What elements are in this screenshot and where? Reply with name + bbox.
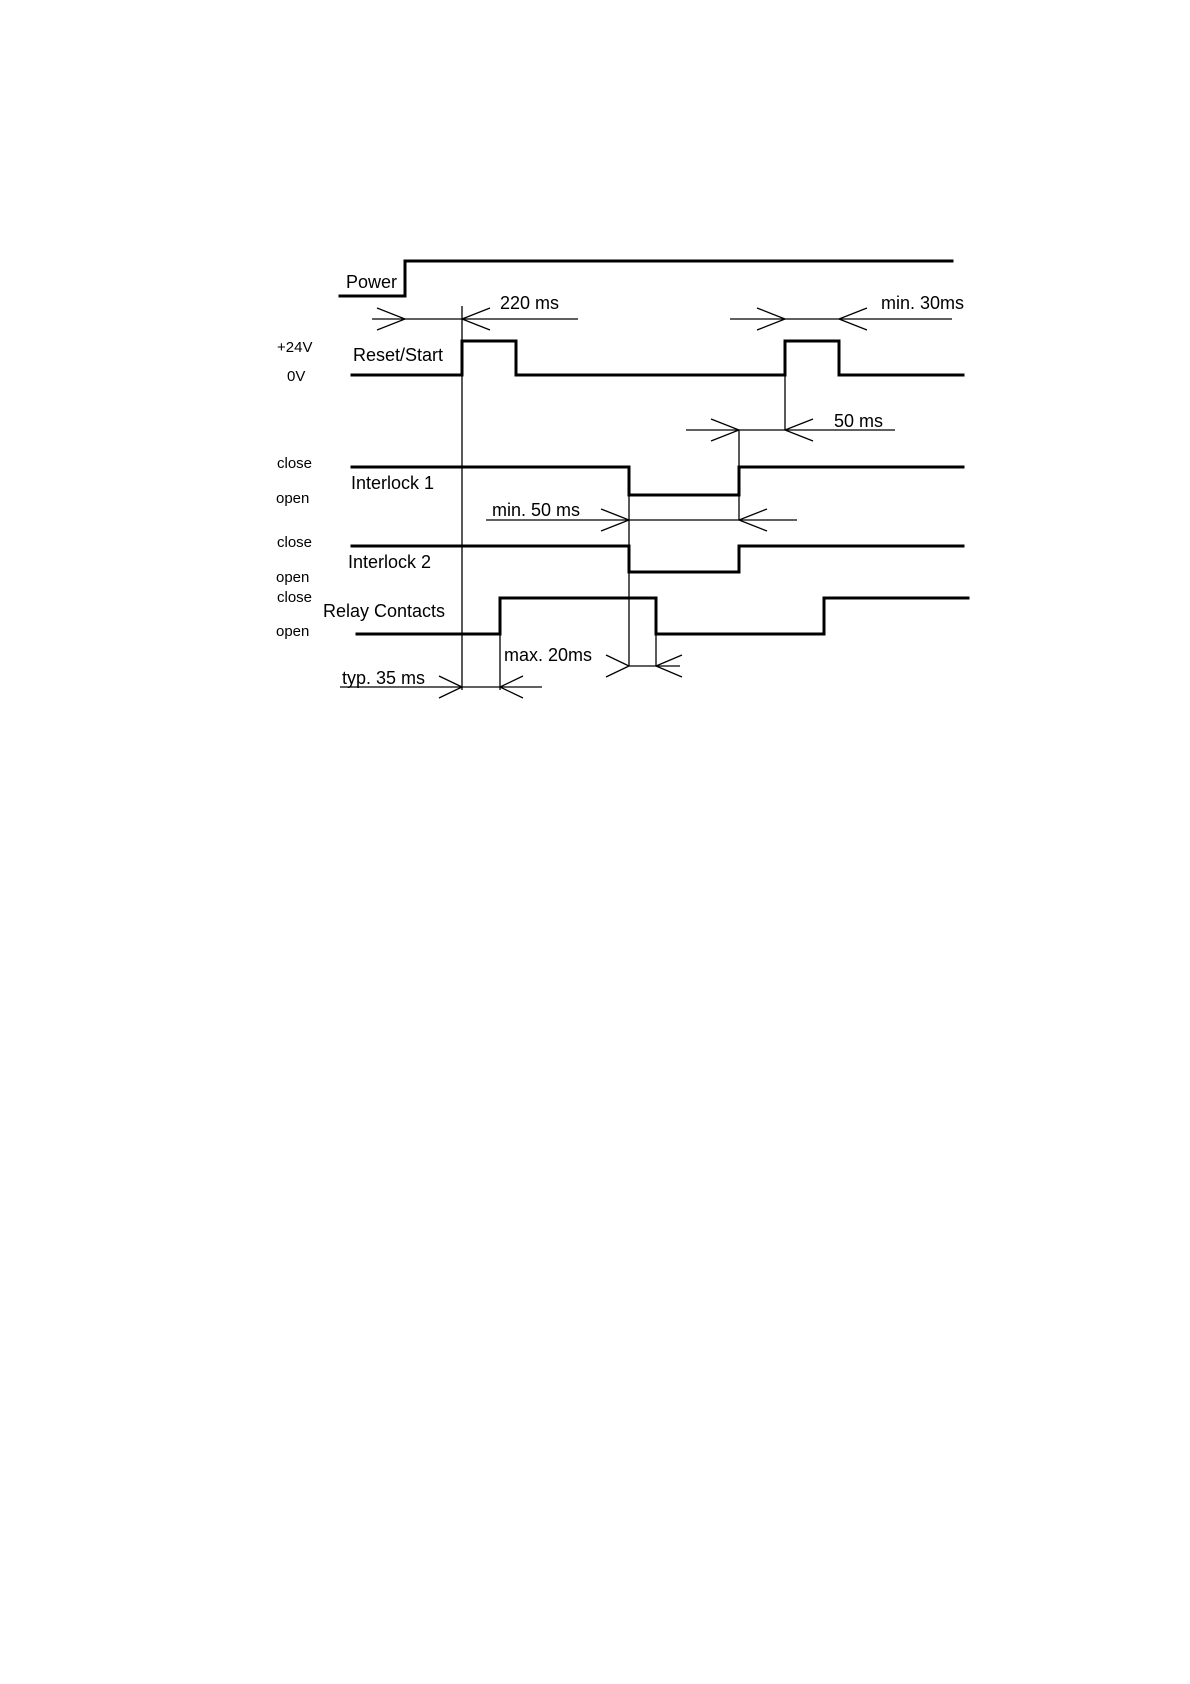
relay-close-label: close [277, 589, 312, 606]
interlock1-close-label: close [277, 455, 312, 472]
power-waveform [340, 261, 952, 296]
timing-max-20ms-label: max. 20ms [504, 645, 592, 665]
level-0v-label: 0V [287, 368, 305, 385]
interlock2-close-label: close [277, 534, 312, 551]
relay-open-label: open [276, 623, 309, 640]
timing-50ms-label: 50 ms [834, 411, 883, 431]
reset-start-label: Reset/Start [353, 345, 443, 365]
interlock2-waveform [352, 546, 963, 572]
interlock1-waveform [352, 467, 963, 495]
timing-typ-35ms-label: typ. 35 ms [342, 668, 425, 688]
reset-start-waveform [352, 341, 963, 375]
level-24v-label: +24V [277, 339, 312, 356]
relay-contacts-waveform [357, 598, 968, 634]
relay-contacts-label: Relay Contacts [323, 601, 445, 621]
interlock1-open-label: open [276, 490, 309, 507]
timing-min-50ms-label: min. 50 ms [492, 500, 580, 520]
power-label: Power [346, 272, 397, 292]
interlock1-label: Interlock 1 [351, 473, 434, 493]
interlock2-label: Interlock 2 [348, 552, 431, 572]
timing-min-30ms-label: min. 30ms [881, 293, 964, 313]
interlock2-open-label: open [276, 569, 309, 586]
dimension-max-20ms [606, 655, 682, 677]
timing-220ms-label: 220 ms [500, 293, 559, 313]
